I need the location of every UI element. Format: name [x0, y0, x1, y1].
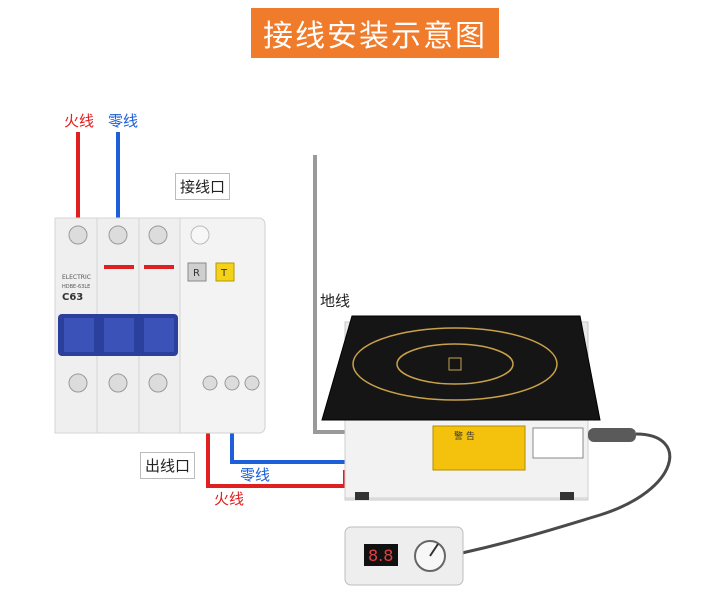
led-display	[364, 544, 398, 566]
terminal-top-2	[108, 225, 128, 245]
terminal-bottom-2	[108, 373, 128, 393]
diagram-title: 接线安装示意图	[251, 8, 499, 58]
warning-label	[432, 425, 526, 471]
terminal-top-1	[68, 225, 88, 245]
neutral-wire-label-top: 零线	[108, 112, 139, 130]
power-cord	[461, 432, 672, 555]
control-box: 8.8	[344, 526, 464, 586]
circuit-breaker	[54, 217, 266, 434]
cooktop-foot-right	[560, 492, 574, 500]
ground-wire-label: 地线	[320, 292, 351, 310]
coil-ring-inner	[396, 343, 514, 385]
inlet-label: 接线口	[175, 173, 231, 200]
reset-button	[187, 262, 207, 282]
svg-text:8.8: 8.8	[368, 546, 393, 565]
breaker-brand: ELECTRIC	[62, 274, 91, 281]
neutral-wire-label-bottom: 零线	[240, 466, 271, 484]
cooktop-foot-left	[355, 492, 369, 500]
test-button-label: T	[220, 268, 228, 279]
terminal-bottom-3	[148, 373, 168, 393]
test-button	[215, 262, 235, 282]
ground-wire	[313, 155, 345, 434]
outlet-label: 出线口	[140, 452, 196, 479]
breaker-model: HDBE-63LE	[62, 284, 90, 290]
coil-ring-outer	[352, 327, 558, 401]
induction-cooktop	[321, 315, 672, 555]
live-wire-label-bottom: 火线	[214, 490, 245, 508]
reset-button-label: R	[193, 268, 200, 279]
breaker-rating: C63	[62, 292, 83, 303]
terminal-top-3	[148, 225, 168, 245]
terminal-bottom-1	[68, 373, 88, 393]
rating-label	[532, 427, 584, 459]
warning-title: 警 告	[454, 430, 475, 442]
live-wire-label-top: 火线	[64, 112, 95, 130]
